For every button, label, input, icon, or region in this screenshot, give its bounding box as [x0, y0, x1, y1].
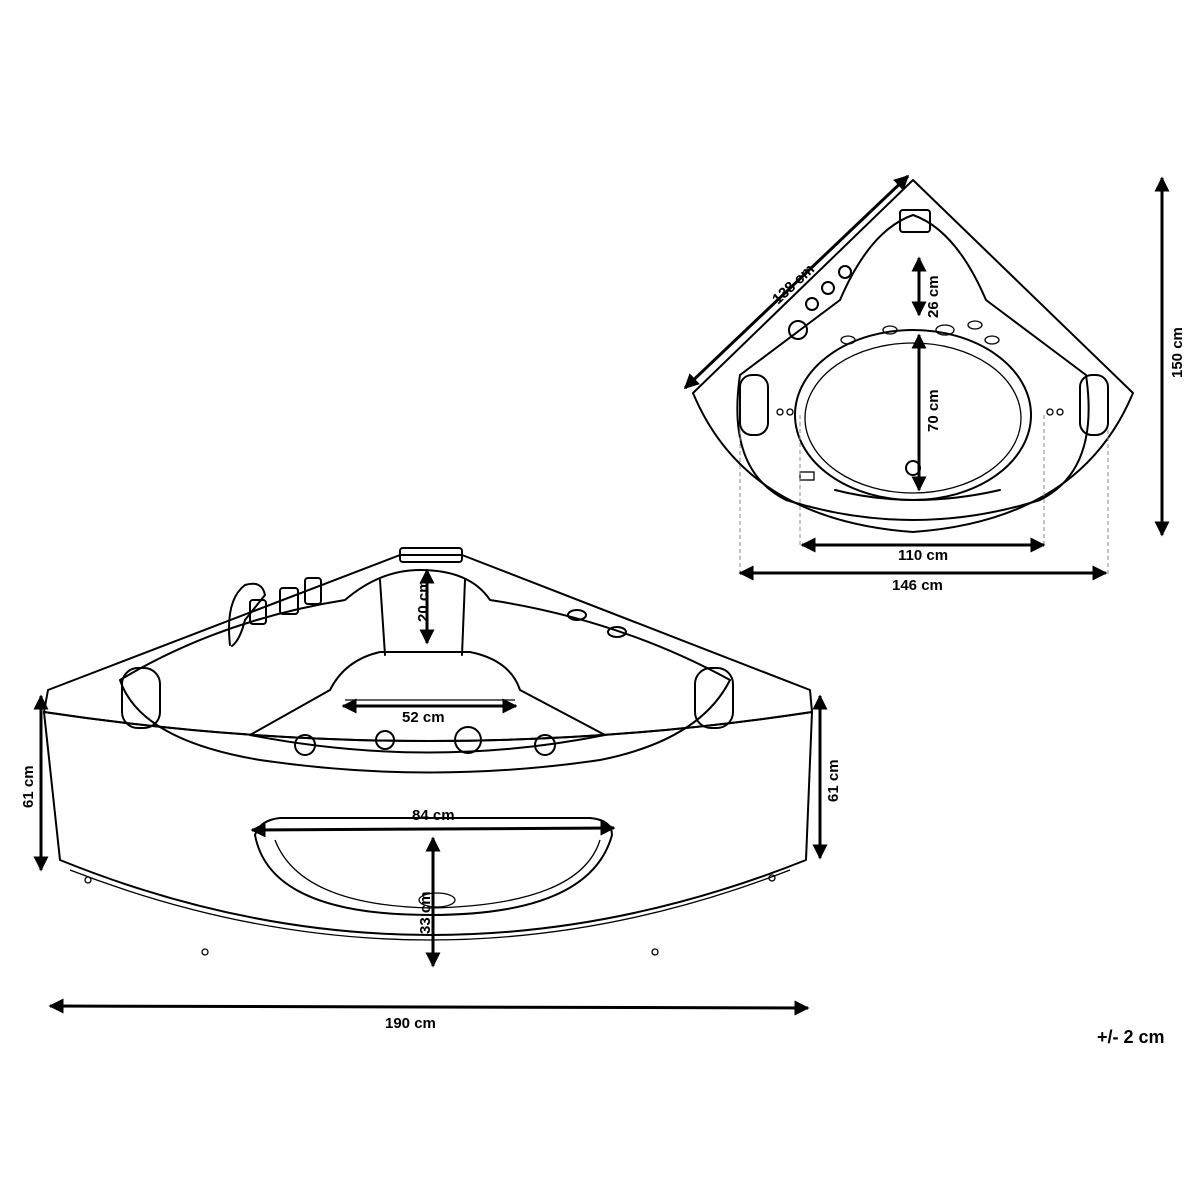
dim-52: 52 cm [402, 709, 445, 726]
left-headrest-icon [739, 374, 769, 436]
dim-70: 70 cm [925, 389, 942, 432]
dim-33: 33 cm [417, 891, 434, 934]
dim-26: 26 cm [925, 275, 942, 318]
dim-61-left: 61 cm [20, 765, 37, 808]
dim-190: 190 cm [385, 1015, 436, 1032]
top-view-drawing [692, 179, 1134, 533]
dim-20: 20 cm [415, 579, 432, 622]
headrest-icon [399, 547, 463, 563]
right-headrest-icon [1079, 374, 1109, 436]
dim-61-right: 61 cm [825, 759, 842, 802]
hand-shower-icon [788, 320, 808, 340]
dim-146: 146 cm [892, 577, 943, 594]
hand-shower-icon [228, 582, 266, 647]
dim-84: 84 cm [412, 807, 455, 824]
tolerance-note: +/- 2 cm [1097, 1027, 1165, 1047]
dim-110: 110 cm [898, 547, 948, 564]
dim-138: 138 cm [769, 261, 818, 308]
dim-150: 150 cm [1169, 327, 1186, 378]
